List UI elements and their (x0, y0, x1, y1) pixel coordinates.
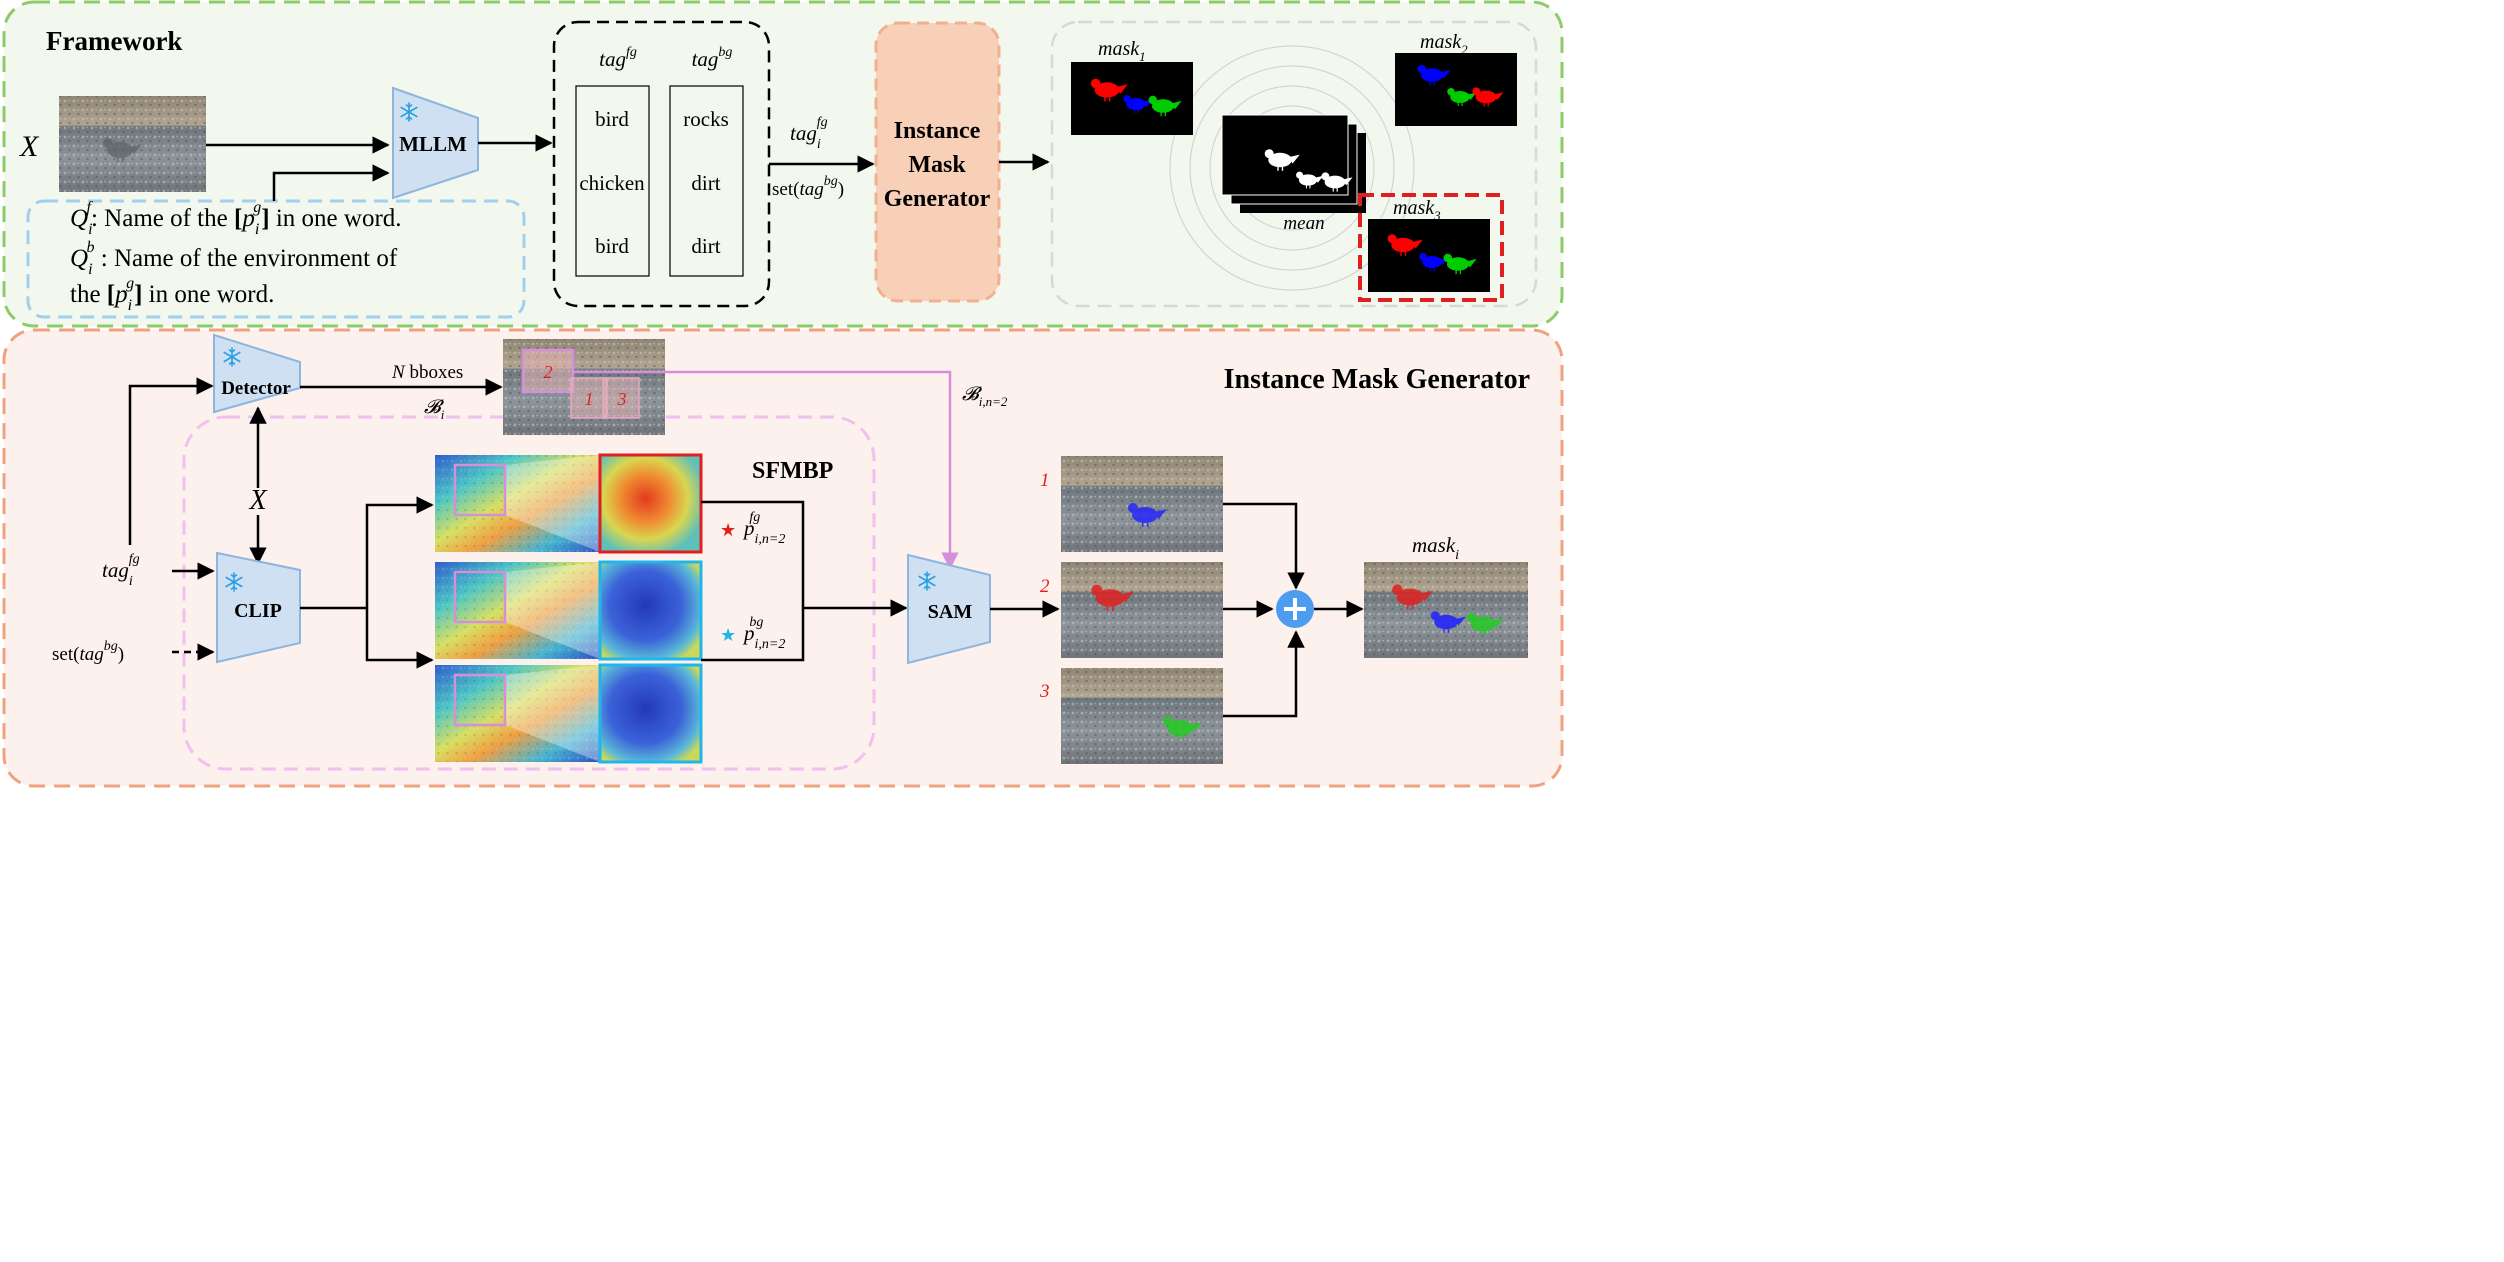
tags-bg-column (669, 85, 744, 277)
clip-label: CLIP (234, 600, 282, 622)
set-input: set(tagbg) (52, 639, 124, 665)
diagram-stage: Framework X Qif: Name of the [pig] in on… (0, 0, 1568, 790)
tag-fg-item: chicken (579, 171, 645, 195)
generator-label-line: Generator (884, 186, 991, 212)
tag-bg-item: dirt (691, 234, 720, 258)
mask-results-box (1050, 20, 1538, 308)
plus-circle-icon (1276, 590, 1314, 628)
mask3-highlight (1358, 193, 1504, 302)
mask-i-label: maski (1412, 533, 1459, 563)
mask1-image (1071, 62, 1193, 135)
p-bg-label: pi,n=2bg (742, 615, 785, 652)
mask2-label: mask2 (1420, 31, 1468, 57)
tag-fg-item: bird (595, 234, 629, 258)
tags-fg-column (575, 85, 650, 277)
final-mask-photo (1364, 562, 1528, 658)
bbox-number: 3 (617, 389, 627, 409)
arrow-bg-prompt (701, 608, 805, 662)
arrow-clip-bottom (365, 608, 434, 669)
b-n2-label: 𝓑i,n=2 (962, 384, 1008, 409)
heatmap-fg (435, 453, 703, 554)
tag-bg-header: tagbg (692, 45, 733, 71)
mean-label: mean (1283, 213, 1324, 234)
star-icon: ★ (720, 625, 736, 646)
input-photo (59, 96, 206, 192)
bbox-to-sam-line (573, 370, 959, 570)
heatmap-mixed (435, 663, 703, 764)
mask3-label: mask3 (1393, 197, 1441, 223)
result-number: 1 (1040, 470, 1050, 491)
sam-label: SAM (928, 601, 973, 623)
tag-fg-item: bird (595, 107, 629, 131)
generator-label-line: Mask (908, 152, 966, 178)
tags-box (552, 20, 771, 308)
result-photo-1 (1061, 456, 1223, 552)
bbox-photo (503, 339, 665, 435)
mllm-label: MLLM (399, 132, 467, 156)
arrow-query-mllm (272, 164, 390, 201)
framework-diagram: Framework X Qif: Name of the [pig] in on… (2, 0, 1564, 788)
input-x-label: X (19, 130, 40, 163)
detector-label: Detector (221, 378, 291, 399)
arrow-set-label: set(tagbg) (772, 174, 844, 200)
b-i-label: 𝓑i (424, 397, 445, 422)
mean-mask-stack (1221, 114, 1366, 213)
query-bg-line1: Qib : Name of the environment of (70, 239, 398, 278)
arrow-fg-prompt (701, 500, 805, 608)
query-bg-line2: the [pig] in one word. (70, 275, 274, 314)
tag-bg-item: dirt (691, 171, 720, 195)
tag-fg-input: tagifg (102, 552, 140, 589)
bboxes-label: N bboxes (391, 362, 463, 383)
tag-bg-item: rocks (683, 107, 729, 131)
query-box (26, 199, 526, 319)
result-number: 3 (1039, 681, 1050, 702)
arrow-tag-fg-label: tagifg (790, 115, 828, 152)
sfmbp-label: SFMBP (752, 458, 833, 484)
x-label: X (248, 485, 267, 516)
mask3-image (1368, 219, 1490, 292)
generator-label-line: Instance (894, 118, 981, 144)
result-photo-3 (1061, 668, 1223, 764)
query-fg: Qif: Name of the [pig] in one word. (70, 199, 402, 238)
arrow-tag-detector (128, 377, 214, 545)
bbox-number: 2 (544, 362, 553, 382)
arrow-result3-plus (1223, 630, 1305, 718)
star-icon: ★ (720, 520, 736, 541)
p-fg-label: pi,n=2fg (742, 510, 785, 547)
framework-title: Framework (46, 26, 182, 56)
result-photo-2 (1061, 562, 1223, 658)
mask2-image (1395, 53, 1517, 126)
bbox-number: 1 (585, 389, 594, 409)
mask1-label: mask1 (1098, 38, 1146, 64)
sfmbp-region (182, 415, 876, 771)
result-number: 2 (1040, 576, 1050, 597)
heatmap-bg (435, 560, 703, 661)
arrow-result1-plus (1223, 502, 1305, 590)
arrow-clip-top (365, 496, 434, 608)
tag-fg-header: tagfg (599, 45, 637, 71)
img-title: Instance Mask Generator (1224, 364, 1530, 395)
